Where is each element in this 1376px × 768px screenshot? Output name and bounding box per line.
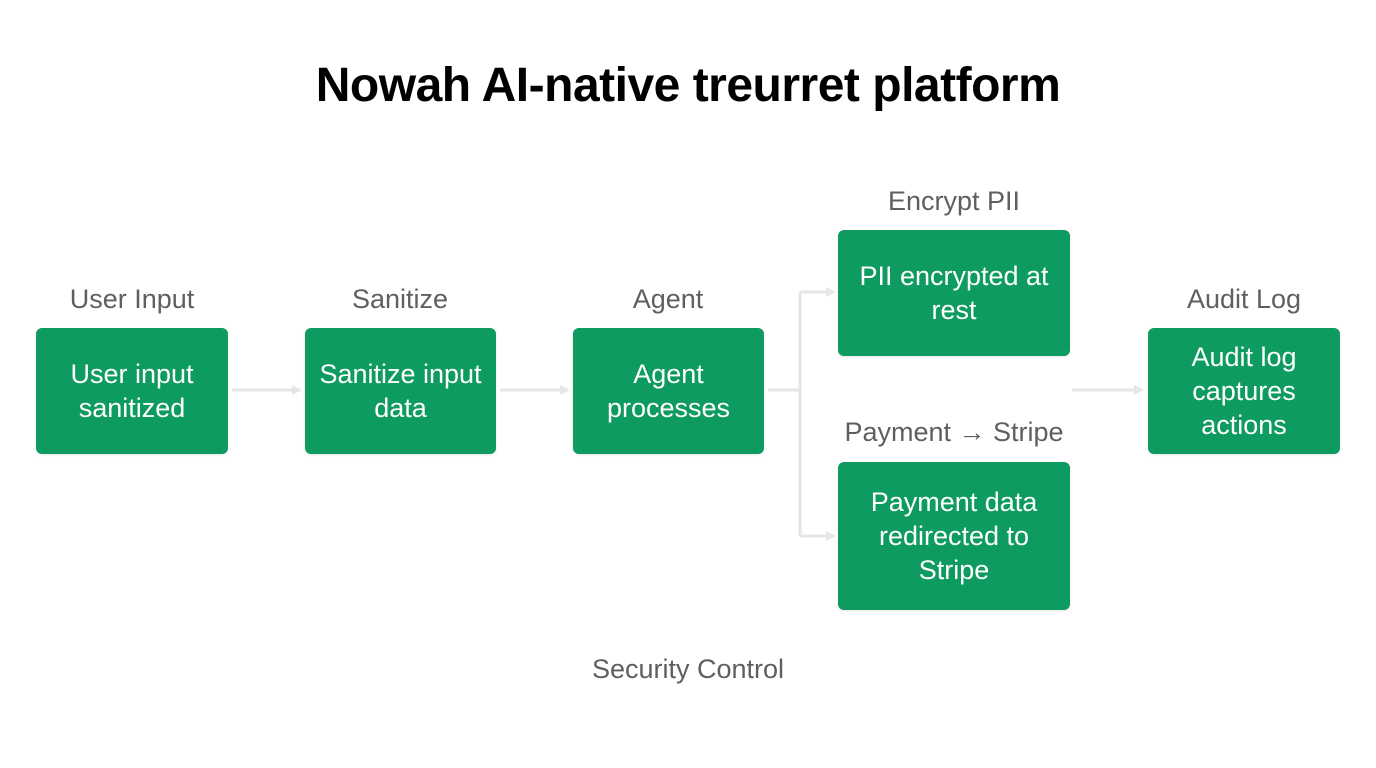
node-sanitize: Sanitize input data <box>305 328 496 454</box>
node-label-audit-log: Audit Log <box>1186 284 1302 314</box>
node-encrypt-pii: PII encrypted at rest <box>838 230 1070 356</box>
node-text-agent: Agent processes <box>606 359 731 423</box>
node-label-payment: Payment → Stripe <box>844 417 1064 447</box>
node-label-user-input: User Input <box>69 284 195 314</box>
node-payment: Payment data redirected to Stripe <box>838 462 1070 610</box>
diagram-title: Nowah AI-native treurret platform <box>315 59 1061 112</box>
node-text-audit-log: Audit log captures actions <box>1191 342 1297 440</box>
footer-caption: Security Control <box>591 654 785 684</box>
node-text-sanitize: Sanitize input data <box>319 359 482 423</box>
node-text-payment: Payment data redirected to Stripe <box>870 487 1038 585</box>
node-audit-log: Audit log captures actions <box>1148 328 1340 454</box>
node-label-encrypt-pii: Encrypt PII <box>887 186 1021 216</box>
node-text-encrypt-pii: PII encrypted at rest <box>859 261 1049 325</box>
node-label-sanitize: Sanitize <box>351 284 449 314</box>
node-label-agent: Agent <box>632 284 704 314</box>
node-user-input: User input sanitized <box>36 328 228 454</box>
node-text-user-input: User input sanitized <box>70 359 194 423</box>
node-agent: Agent processes <box>573 328 764 454</box>
